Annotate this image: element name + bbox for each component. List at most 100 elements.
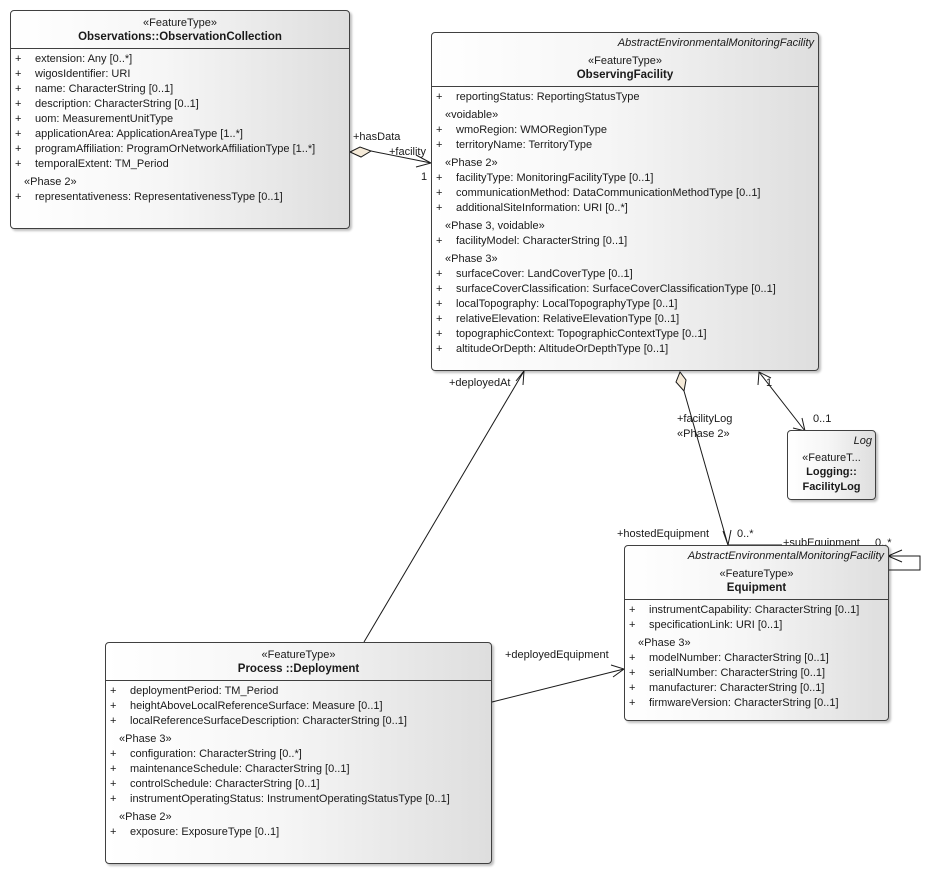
- attribute-row[interactable]: +description: CharacterString [0..1]: [11, 97, 349, 112]
- role-label-has-data: +hasData: [353, 131, 401, 143]
- attribute-row[interactable]: +localTopography: LocalTopographyType [0…: [432, 297, 818, 312]
- multiplicity-label: 1: [421, 171, 428, 183]
- visibility-public-icon: +: [110, 715, 117, 727]
- attribute-row[interactable]: +relativeElevation: RelativeElevationTyp…: [432, 312, 818, 327]
- attribute-text: facilityType: MonitoringFacilityType [0.…: [456, 172, 654, 184]
- attribute-row[interactable]: + surfaceCoverClassification: SurfaceCove…: [432, 282, 818, 297]
- attribute-text: applicationArea: ApplicationAreaType [1.…: [35, 128, 243, 140]
- attribute-text: additionalSiteInformation: URI [0..*]: [456, 202, 628, 214]
- visibility-public-icon: +: [110, 685, 117, 697]
- attribute-row[interactable]: + extension: Any [0..*]: [11, 52, 349, 67]
- parent-class-label: AbstractEnvironmentalMonitoringFacility: [617, 37, 814, 49]
- attribute-row[interactable]: + deploymentPeriod: TM_Period: [106, 684, 491, 699]
- attribute-text: serialNumber: CharacterString [0..1]: [649, 667, 826, 679]
- visibility-public-icon: +: [15, 98, 22, 110]
- attribute-row[interactable]: +specificationLink: URI [0..1]: [625, 618, 888, 633]
- visibility-public-icon: +: [15, 191, 22, 203]
- visibility-public-icon: +: [15, 53, 22, 65]
- parent-class-label: Log: [853, 435, 872, 447]
- attribute-row[interactable]: +controlSchedule: CharacterString [0..1]: [106, 777, 491, 792]
- visibility-public-icon: +: [110, 826, 117, 838]
- attribute-text: name: CharacterString [0..1]: [35, 83, 174, 95]
- attribute-row[interactable]: +reportingStatus: ReportingStatusType: [432, 90, 818, 105]
- attribute-row[interactable]: +programAffiliation: ProgramOrNetworkAff…: [11, 142, 349, 157]
- attribute-group-stereotype: «Phase 2»: [24, 176, 77, 188]
- attribute-row[interactable]: +representativeness: RepresentativenessT…: [11, 190, 349, 205]
- attribute-text: exposure: ExposureType [0..1]: [130, 826, 280, 838]
- attribute-group-stereotype: «Phase 2»: [119, 811, 172, 823]
- attribute-text: maintenanceSchedule: CharacterString [0.…: [130, 763, 350, 775]
- attribute-row[interactable]: +uom: MeasurementUnitType: [11, 112, 349, 127]
- attribute-row[interactable]: +facilityType: MonitoringFacilityType [0…: [432, 171, 818, 186]
- attribute-text: localReferenceSurfaceDescription: Charac…: [130, 715, 407, 727]
- attribute-text: territoryName: TerritoryType: [456, 139, 593, 151]
- deployed-equipment-association[interactable]: [491, 664, 626, 703]
- class-name: Observations::ObservationCollection: [78, 31, 282, 43]
- class-name-line-2: FacilityLog: [802, 481, 861, 493]
- class-observing-facility[interactable]: AbstractEnvironmentalMonitoringFacility …: [431, 32, 819, 371]
- role-label-hosted-equipment: +hostedEquipment: [617, 528, 710, 540]
- navigable-arrow-icon: [610, 664, 626, 678]
- hosted-equipment-association[interactable]: [675, 370, 732, 547]
- attribute-row[interactable]: +additionalSiteInformation: URI [0..*]: [432, 201, 818, 216]
- attribute-row[interactable]: + serialNumber: CharacterString [0..1]: [625, 666, 888, 681]
- attribute-row[interactable]: +topographicContext: TopographicContextT…: [432, 327, 818, 342]
- attribute-row[interactable]: +maintenanceSchedule: CharacterString [0…: [106, 762, 491, 777]
- attribute-row[interactable]: + exposure: ExposureType [0..1]: [106, 825, 491, 840]
- navigable-arrow-icon: [515, 369, 525, 386]
- multiplicity-label: 1: [766, 377, 773, 389]
- visibility-public-icon: +: [436, 124, 443, 136]
- attribute-row[interactable]: +temporalExtent: TM_Period: [11, 157, 349, 172]
- deployed-at-association[interactable]: [363, 369, 525, 643]
- attribute-row[interactable]: +territoryName: TerritoryType: [432, 138, 818, 153]
- visibility-public-icon: +: [15, 128, 22, 140]
- visibility-public-icon: +: [629, 619, 636, 631]
- attribute-row[interactable]: + surfaceCover: LandCoverType [0..1]: [432, 267, 818, 282]
- attribute-row[interactable]: + wmoRegion: WMORegionType: [432, 123, 818, 138]
- class-deployment[interactable]: «FeatureType» Process ::Deployment +depl…: [105, 642, 492, 864]
- attribute-row[interactable]: +firmwareVersion: CharacterString [0..1]: [625, 696, 888, 711]
- role-label-deployed-equipment: +deployedEquipment: [505, 649, 609, 661]
- attribute-row[interactable]: +instrumentCapability: CharacterString […: [625, 603, 888, 618]
- class-equipment[interactable]: AbstractEnvironmentalMonitoringFacility …: [624, 545, 889, 721]
- visibility-public-icon: +: [629, 667, 636, 679]
- attribute-group-stereotype: «voidable»: [445, 109, 499, 121]
- visibility-public-icon: +: [15, 113, 22, 125]
- attribute-row[interactable]: +communicationMethod: DataCommunicationM…: [432, 186, 818, 201]
- attribute-row[interactable]: + configuration: CharacterString [0..*]: [106, 747, 491, 762]
- attribute-text: programAffiliation: ProgramOrNetworkAffi…: [35, 143, 316, 155]
- visibility-public-icon: +: [629, 652, 636, 664]
- attribute-text: surfaceCoverClassification: SurfaceCover…: [456, 283, 776, 295]
- attribute-row[interactable]: +name: CharacterString [0..1]: [11, 82, 349, 97]
- attribute-row[interactable]: +altitudeOrDepth: AltitudeOrDepthType [0…: [432, 342, 818, 357]
- attribute-text: configuration: CharacterString [0..*]: [130, 748, 302, 760]
- attribute-row[interactable]: +heightAboveLocalReferenceSurface: Measu…: [106, 699, 491, 714]
- role-label-facility-log: +facilityLog: [677, 413, 733, 425]
- attribute-row[interactable]: + applicationArea: ApplicationAreaType [1…: [11, 127, 349, 142]
- class-observation-collection[interactable]: «FeatureType» Observations::ObservationC…: [10, 10, 350, 229]
- attribute-row[interactable]: +instrumentOperatingStatus: InstrumentOp…: [106, 792, 491, 807]
- attribute-text: temporalExtent: TM_Period: [35, 158, 169, 170]
- attribute-text: instrumentCapability: CharacterString [0…: [649, 604, 860, 616]
- visibility-public-icon: +: [436, 343, 443, 355]
- visibility-public-icon: +: [436, 283, 443, 295]
- attribute-row[interactable]: +manufacturer: CharacterString [0..1]: [625, 681, 888, 696]
- attribute-text: wmoRegion: WMORegionType: [456, 124, 608, 136]
- attribute-row[interactable]: +facilityModel: CharacterString [0..1]: [432, 234, 818, 249]
- aggregation-diamond-icon: [348, 146, 373, 158]
- attribute-text: heightAboveLocalReferenceSurface: Measur…: [130, 700, 383, 712]
- attribute-text: controlSchedule: CharacterString [0..1]: [130, 778, 320, 790]
- attribute-row[interactable]: +modelNumber: CharacterString [0..1]: [625, 651, 888, 666]
- attribute-row[interactable]: +wigosIdentifier: URI: [11, 67, 349, 82]
- attribute-text: extension: Any [0..*]: [35, 53, 133, 65]
- visibility-public-icon: +: [629, 697, 636, 709]
- attribute-text: deploymentPeriod: TM_Period: [130, 685, 279, 697]
- visibility-public-icon: +: [436, 235, 443, 247]
- visibility-public-icon: +: [436, 268, 443, 280]
- attribute-row[interactable]: + localReferenceSurfaceDescription: Chara…: [106, 714, 491, 729]
- attribute-text: surfaceCover: LandCoverType [0..1]: [456, 268, 633, 280]
- visibility-public-icon: +: [110, 748, 117, 760]
- class-facility-log[interactable]: Log «FeatureT... Logging:: FacilityLog: [787, 430, 876, 500]
- class-name: ObservingFacility: [576, 69, 674, 81]
- attribute-text: manufacturer: CharacterString [0..1]: [649, 682, 825, 694]
